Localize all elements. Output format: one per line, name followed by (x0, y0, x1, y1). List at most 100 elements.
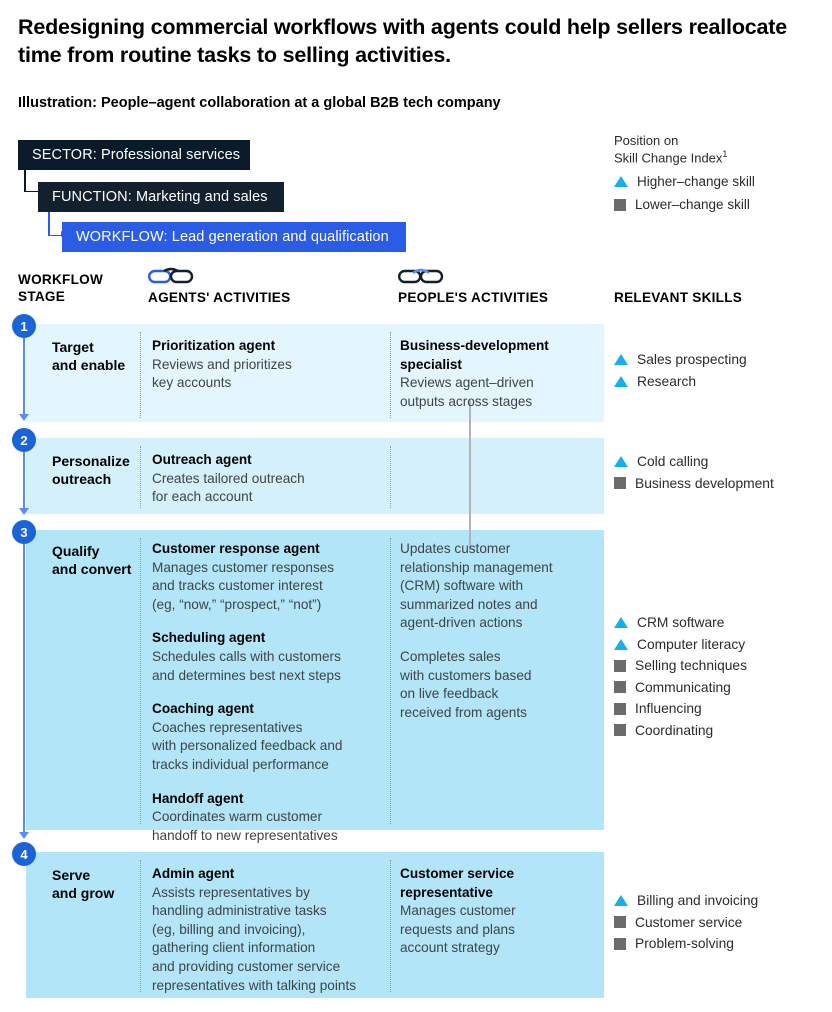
skill-item: Cold calling (614, 454, 829, 469)
legend-title-line1: Position on (614, 133, 679, 148)
triangle-marker-icon (614, 617, 628, 628)
skill-label: Coordinating (635, 722, 714, 738)
activity-title: Admin agent (152, 866, 235, 881)
triangle-marker-icon (614, 456, 628, 467)
column-header-stage-line1: WORKFLOW (18, 272, 104, 287)
column-header-agents: AGENTS' ACTIVITIES (148, 290, 291, 305)
column-separator (390, 860, 391, 992)
legend-footnote-marker: 1 (722, 148, 728, 159)
row-band-2 (26, 438, 604, 514)
activity-title: Outreach agent (152, 452, 252, 467)
stage-number-badge-3: 3 (12, 520, 36, 544)
skill-item: Selling techniques (614, 658, 829, 673)
skill-label: Business development (635, 475, 774, 491)
page-title: Redesigning commercial workflows with ag… (18, 15, 787, 67)
flow-arrow-2-icon (18, 508, 29, 515)
people-chain-link-icon (398, 267, 444, 290)
row-band-1 (26, 324, 604, 422)
skill-label: Communicating (635, 679, 731, 695)
skill-item: Computer literacy (614, 637, 829, 652)
skill-item: Influencing (614, 701, 829, 716)
column-separator (140, 446, 141, 508)
column-header-stage: WORKFLOW STAGE (18, 272, 103, 305)
row-band-3 (26, 530, 604, 830)
skill-label: Problem-solving (635, 936, 734, 951)
skill-label: Billing and invoicing (637, 893, 759, 908)
square-marker-icon (614, 198, 626, 211)
square-marker-icon (614, 681, 626, 693)
row-band-4 (26, 852, 604, 998)
skill-label: Sales prospecting (637, 352, 747, 367)
skill-label: Customer service (635, 914, 743, 930)
triangle-marker-icon (614, 375, 628, 387)
agents-chain-link-icon (148, 267, 194, 290)
column-header-skills: RELEVANT SKILLS (614, 290, 743, 305)
skill-item: Sales prospecting (614, 352, 829, 367)
workflow-box: WORKFLOW: Lead generation and qualificat… (62, 222, 406, 252)
column-separator (390, 446, 391, 508)
skill-item: CRM software (614, 615, 829, 630)
skill-item: Problem-solving (614, 936, 829, 951)
triangle-marker-icon (614, 895, 628, 906)
stage-number-badge-4: 4 (12, 842, 36, 866)
skill-item: Billing and invoicing (614, 893, 829, 908)
square-marker-icon (614, 724, 626, 736)
function-box: FUNCTION: Marketing and sales (38, 182, 284, 212)
column-separator (390, 538, 391, 824)
legend-title-line2: Skill Change Index (614, 150, 723, 166)
column-separator (390, 332, 391, 418)
triangle-marker-icon (614, 354, 628, 365)
activity-title: Customer response agent (152, 541, 320, 556)
legend: Position on Skill Change Index1 Higher–c… (614, 133, 829, 212)
column-separator (140, 538, 141, 824)
legend-item-lower-change: Lower–change skill (614, 197, 829, 212)
square-marker-icon (614, 477, 626, 489)
people-span-connector (469, 400, 471, 550)
activity-title: Scheduling agent (152, 630, 266, 646)
activity-title: Coaching agent (152, 701, 254, 717)
square-marker-icon (614, 937, 626, 950)
legend-item-higher-change: Higher–change skill (614, 174, 829, 189)
skill-label: Selling techniques (635, 658, 747, 673)
column-separator (140, 860, 141, 992)
skill-label: Computer literacy (637, 636, 746, 652)
triangle-marker-icon (614, 638, 628, 650)
legend-item-label: Higher–change skill (637, 174, 755, 190)
legend-title: Position on Skill Change Index1 (614, 133, 829, 166)
page-subtitle: Illustration: People–agent collaboration… (18, 95, 501, 111)
sector-box: SECTOR: Professional services (18, 140, 250, 170)
skill-item: Research (614, 374, 829, 389)
column-separator (140, 332, 141, 418)
